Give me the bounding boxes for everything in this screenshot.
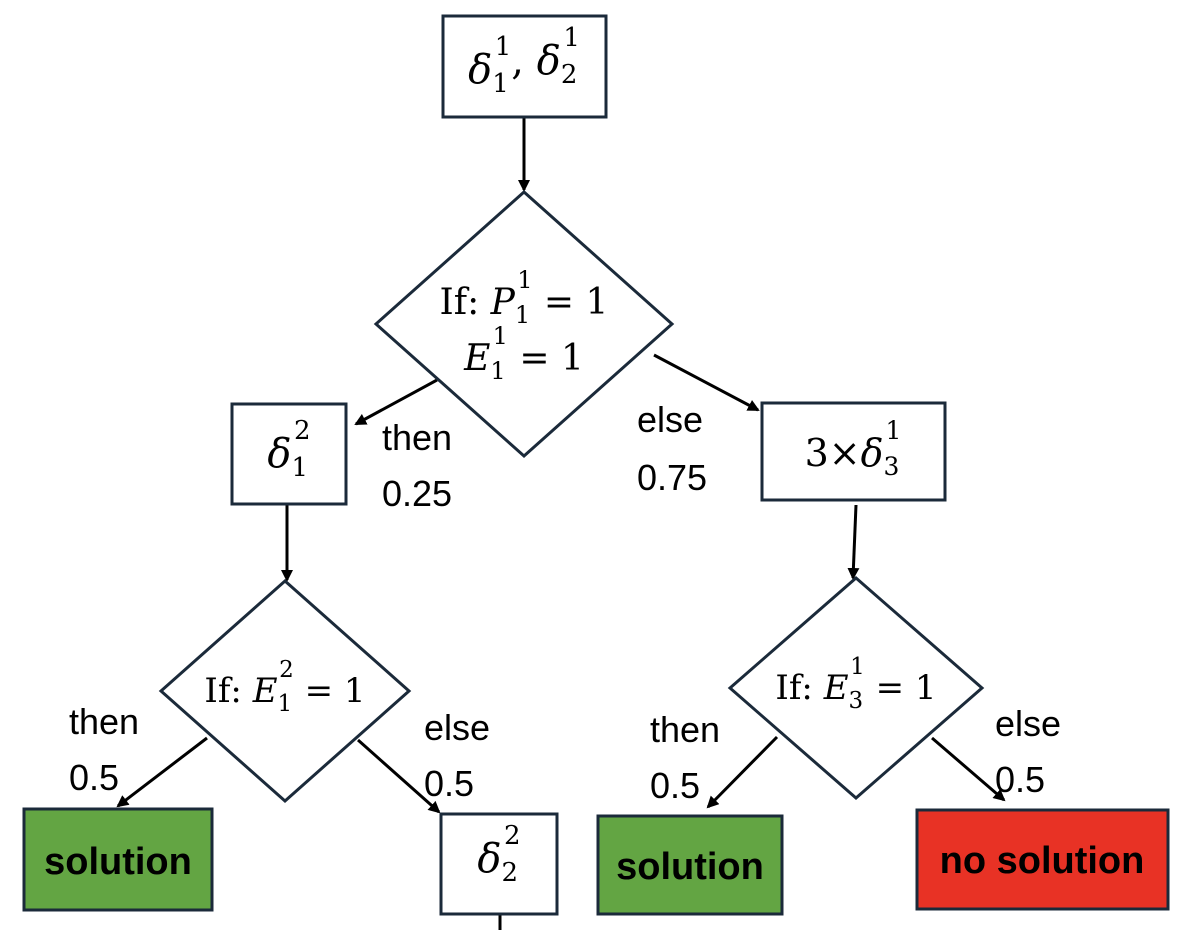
svg-text:If: E31 = 1: If: E31 = 1 [775, 654, 936, 714]
edge-prob-dec3-then: 0.5 [650, 765, 700, 806]
no-solution-node: no solution [915, 808, 1170, 911]
svg-text:solution: solution [616, 846, 764, 888]
left-branch-node: δ12 [230, 402, 348, 506]
svg-text:δ22: δ22 [477, 821, 520, 888]
arrow-decision3-else [931, 736, 1006, 802]
edge-prob-dec1-else: 0.75 [637, 457, 707, 498]
svg-text:δ11, δ21: δ11, δ21 [468, 23, 580, 99]
edge-label-dec3-else: else [995, 703, 1061, 744]
right-branch-node: 3×δ31 [760, 401, 947, 502]
edge-label-dec2-then: then [69, 701, 139, 742]
arrow-rightbox-to-decision3 [847, 504, 860, 580]
arrow-decision2-else [357, 738, 441, 814]
start-node: δ11, δ21 [441, 14, 608, 119]
decision-node-1: If: P11 = 1 E11 = 1 [373, 189, 675, 459]
decision-node-3: If: E31 = 1 [727, 576, 985, 800]
svg-text:E11 = 1: E11 = 1 [463, 322, 584, 385]
svg-text:δ12: δ12 [267, 416, 310, 483]
arrow-decision1-then [354, 378, 438, 426]
edge-prob-dec3-else: 0.5 [995, 759, 1045, 800]
edge-label-dec3-then: then [650, 709, 720, 750]
arrow-decision1-else [653, 353, 760, 412]
solution-node-left: solution [22, 807, 214, 912]
svg-text:If: E12 = 1: If: E12 = 1 [204, 657, 365, 717]
arrow-decision3-then [706, 735, 779, 809]
arrow-decision2-then [116, 736, 208, 808]
edge-prob-dec2-else: 0.5 [424, 763, 474, 804]
svg-text:solution: solution [44, 841, 192, 883]
svg-text:no solution: no solution [940, 840, 1145, 882]
edge-label-dec1-else: else [637, 399, 703, 440]
edge-prob-dec1-then: 0.25 [382, 473, 452, 514]
edge-label-dec2-else: else [424, 707, 490, 748]
edge-label-dec1-then: then [382, 417, 452, 458]
edge-prob-dec2-then: 0.5 [69, 757, 119, 798]
decision-node-2: If: E12 = 1 [158, 578, 412, 804]
svg-text:If: P11 = 1: If: P11 = 1 [440, 266, 609, 329]
svg-text:3×δ31: 3×δ31 [805, 416, 902, 481]
sub-branch-node: δ22 [439, 812, 559, 916]
solution-node-right: solution [596, 814, 784, 916]
